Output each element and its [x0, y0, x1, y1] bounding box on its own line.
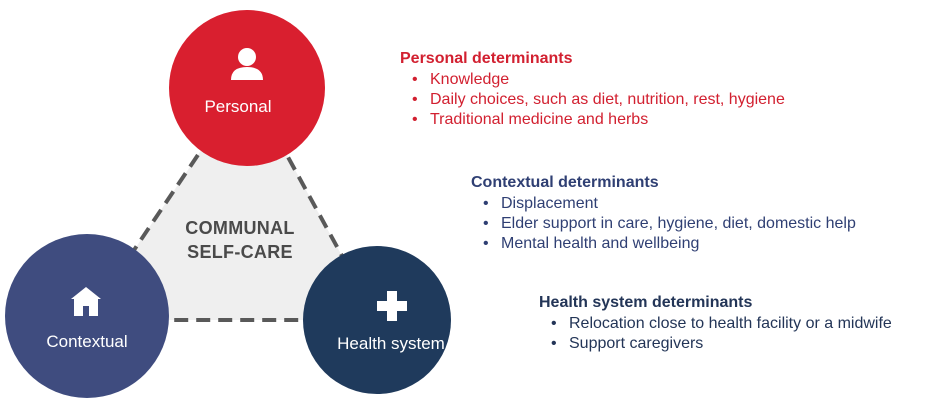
center-label-line2: SELF-CARE — [187, 242, 293, 262]
list-item: Knowledge — [400, 70, 785, 90]
health-system-determinants: Health system determinants Relocation cl… — [539, 292, 892, 354]
health-system-determinants-title: Health system determinants — [539, 294, 753, 311]
personal-node: Personal — [169, 10, 325, 166]
center-label-line1: COMMUNAL — [185, 218, 294, 238]
list-item: Mental health and wellbeing — [471, 234, 856, 254]
list-item: Support caregivers — [539, 334, 892, 354]
home-icon — [71, 287, 101, 316]
contextual-node: Contextual — [5, 234, 169, 398]
person-icon — [231, 48, 263, 80]
health-node-label: Health system — [337, 334, 445, 353]
list-item: Relocation close to health facility or a… — [539, 314, 892, 334]
personal-node-label: Personal — [204, 97, 271, 116]
health-node: Health system — [303, 246, 451, 394]
list-item: Daily choices, such as diet, nutrition, … — [400, 90, 785, 110]
list-item: Displacement — [471, 194, 856, 214]
plus-icon — [377, 291, 407, 321]
personal-determinants-title: Personal determinants — [400, 50, 573, 67]
list-item: Elder support in care, hygiene, diet, do… — [471, 214, 856, 234]
contextual-node-label: Contextual — [46, 332, 127, 351]
contextual-determinants-title: Contextual determinants — [471, 174, 659, 191]
contextual-determinants: Contextual determinants Displacement Eld… — [471, 172, 856, 254]
personal-determinants: Personal determinants Knowledge Daily ch… — [400, 48, 785, 130]
center-triangle — [83, 78, 381, 322]
list-item: Traditional medicine and herbs — [400, 110, 785, 130]
